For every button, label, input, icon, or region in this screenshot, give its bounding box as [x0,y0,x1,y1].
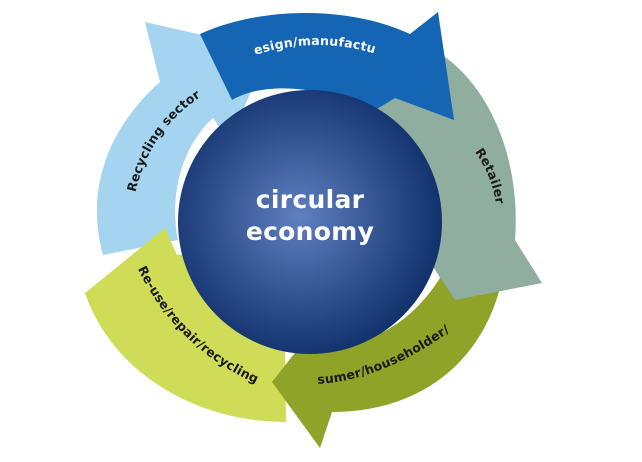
segment-re-use-repair-recycling [85,228,286,422]
center-disc [178,90,442,354]
cycle-segments [85,12,542,448]
center-label-line1: circular [256,185,365,214]
segment-consumer-householder [272,258,500,448]
center-label-line2: economy [246,217,374,246]
segment-design-manufacture [200,12,454,120]
